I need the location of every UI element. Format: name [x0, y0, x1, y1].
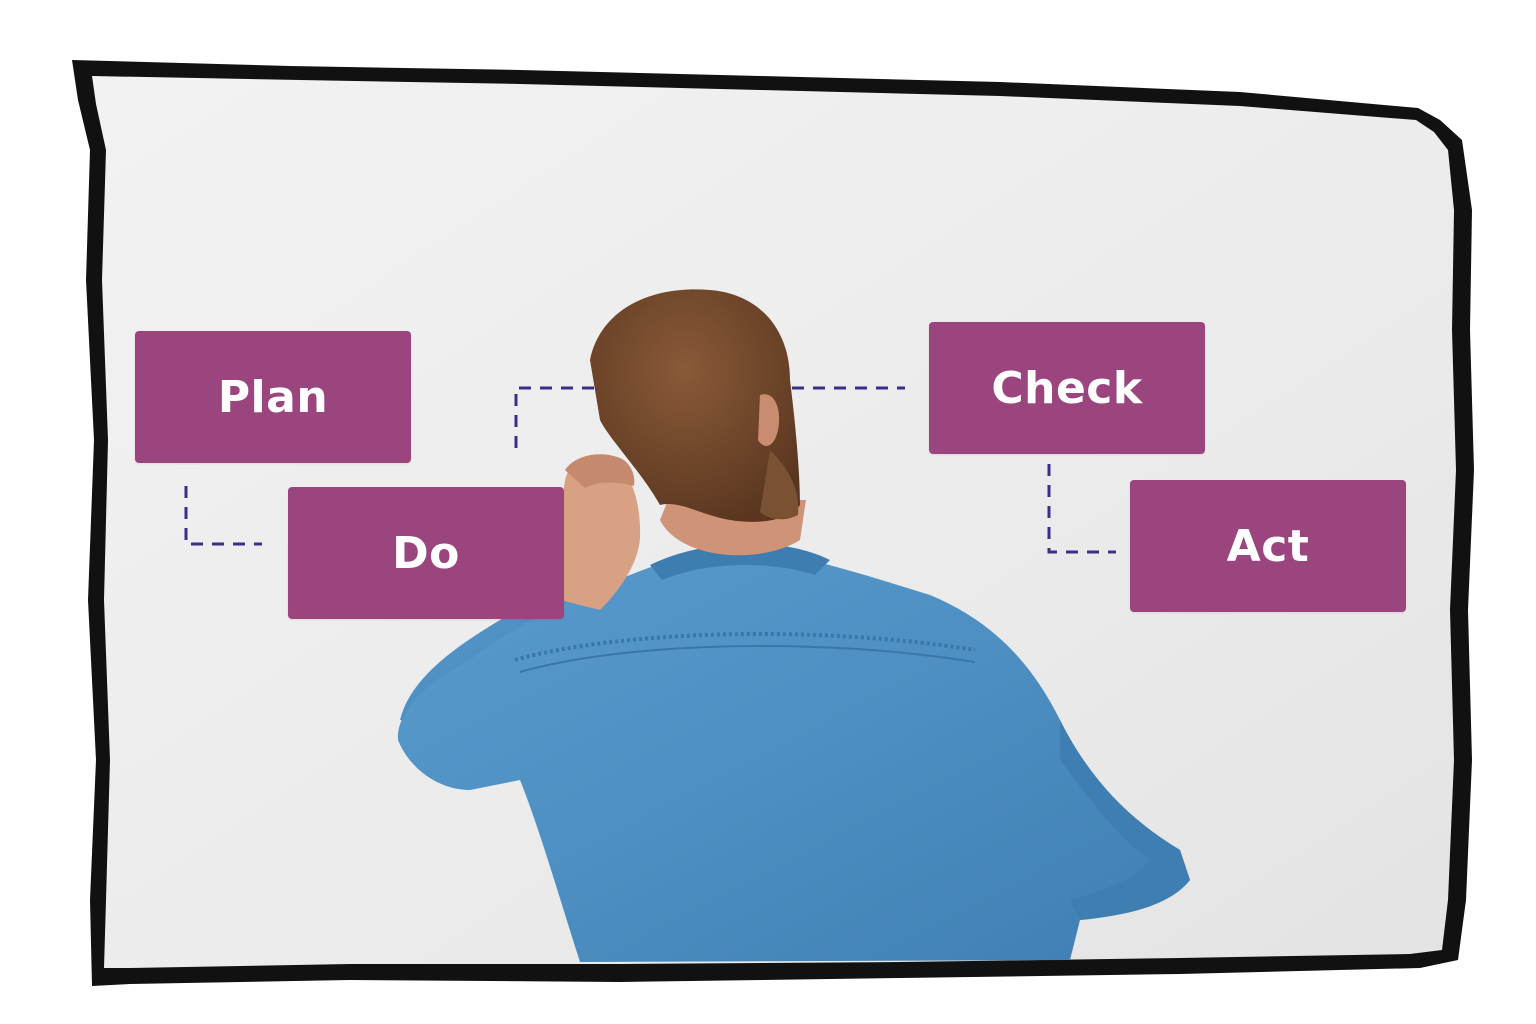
connector-plan-do	[184, 486, 262, 546]
pdca-step-act: Act	[1130, 480, 1406, 612]
pdca-step-plan: Plan	[135, 331, 411, 463]
pdca-step-check: Check	[929, 322, 1205, 454]
connector-check-act	[1047, 464, 1116, 554]
pdca-step-do: Do	[288, 487, 564, 619]
man-scratching-head-icon	[397, 289, 1190, 962]
